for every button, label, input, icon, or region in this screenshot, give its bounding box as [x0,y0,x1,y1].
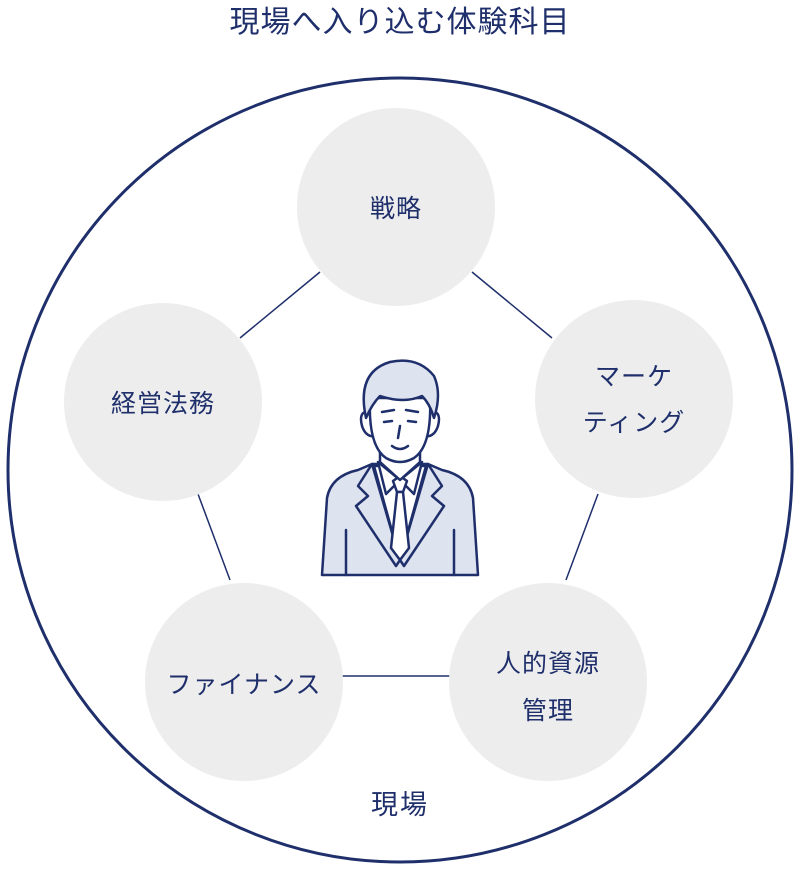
node-label-line-2: 管理 [522,696,574,725]
node-label-line-2: ティング [583,408,686,437]
node-label: 戦略 [370,194,422,223]
hair [362,359,440,420]
tie [389,490,411,562]
line-law-finance [197,493,231,581]
node-circle [535,300,733,498]
eyebrow-left [380,408,396,414]
node-label: 経営法務 [111,389,215,418]
node-circle [145,583,343,781]
node-circle [64,303,262,501]
subject-node-hr: 人的資源 管理 [449,583,647,781]
field-label: 現場 [371,790,429,821]
subject-node-law: 経営法務 [64,303,262,501]
eyebrow-right [404,408,420,414]
nose [396,424,402,440]
connector-lines [197,271,599,677]
line-marketing-hr [565,493,599,581]
eye-left [382,419,394,424]
node-label-line-1: マーケ [595,362,673,391]
diagram-title: 現場へ入り込む体験科目 [230,5,571,40]
node-circle [297,108,495,306]
field-circle [6,76,794,864]
node-label-line-1: 人的資源 [496,649,600,678]
line-strategy-law [239,271,321,339]
mouth [390,444,410,451]
node-circle [449,583,647,781]
line-strategy-marketing [471,271,553,339]
node-label: ファイナンス [166,670,321,699]
eye-right [406,419,418,424]
businessman-icon [320,359,480,577]
subject-node-marketing: マーケ ティング [535,300,733,498]
subject-node-strategy: 戦略 [297,108,495,306]
subject-node-finance: ファイナンス [145,583,343,781]
